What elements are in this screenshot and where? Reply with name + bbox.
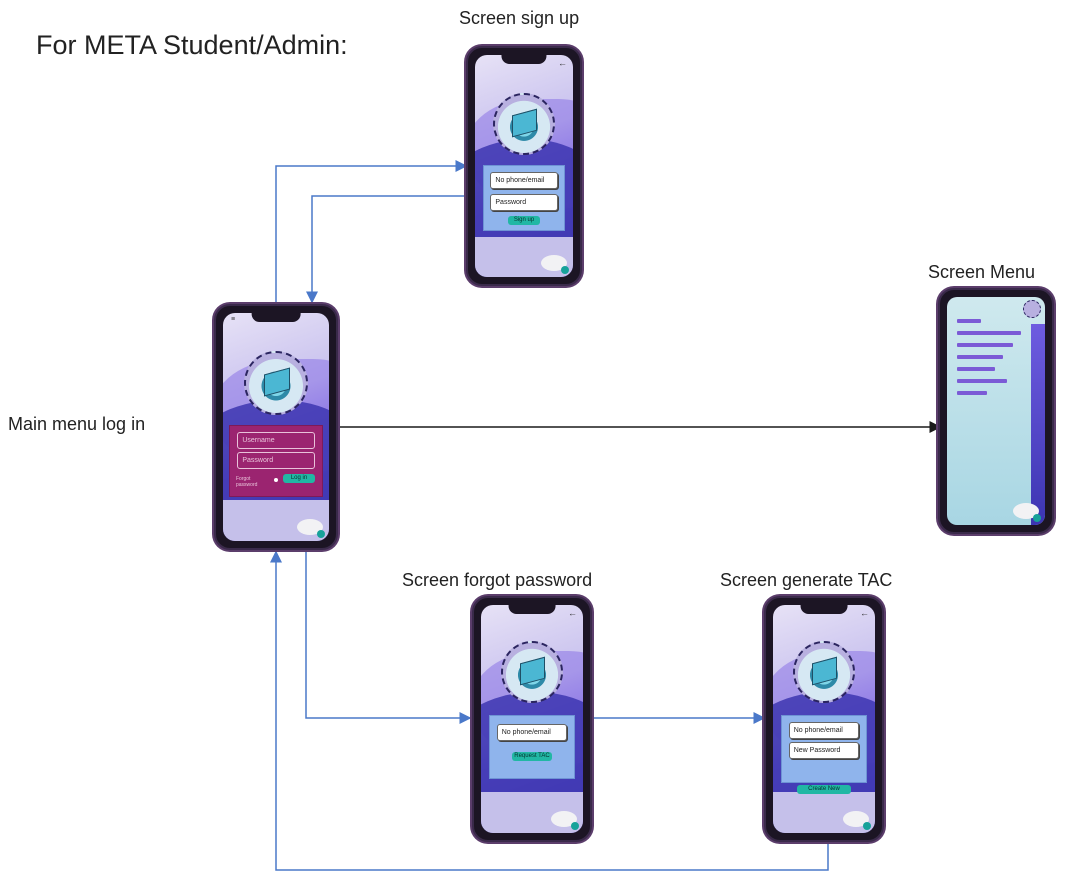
app-logo-small-icon [1023, 300, 1041, 318]
phone-menu [938, 288, 1054, 534]
phone-generate-tac: ← No phone/email New Password Create New [764, 596, 884, 842]
app-logo-icon [793, 641, 855, 703]
phone-forgot-password-screen: ← No phone/email Request TAC [481, 605, 583, 833]
signup-button[interactable]: Sign up [508, 216, 540, 225]
phone-forgot-password: ← No phone/email Request TAC [472, 596, 592, 842]
menu-item[interactable] [957, 319, 981, 323]
forgot-phone-email-field[interactable]: No phone/email [496, 724, 568, 741]
menu-item[interactable] [957, 355, 1003, 359]
menu-item[interactable] [957, 343, 1013, 347]
tac-phone-email-field[interactable]: No phone/email [788, 722, 860, 739]
login-password-field[interactable]: Password [237, 452, 315, 469]
menu-icon[interactable]: ≡ [231, 316, 236, 323]
phone-sign-up: ← No phone/email Password Sign up [466, 46, 582, 286]
tac-form-panel: No phone/email New Password [781, 715, 867, 783]
signup-password-field[interactable]: Password [490, 194, 558, 211]
signup-phone-email-field[interactable]: No phone/email [490, 172, 558, 189]
app-logo-icon [244, 351, 308, 415]
phone-sign-up-screen: ← No phone/email Password Sign up [475, 55, 573, 277]
menu-item[interactable] [957, 379, 1007, 383]
back-arrow-icon[interactable]: ← [860, 608, 869, 618]
back-arrow-icon[interactable]: ← [558, 58, 567, 68]
label-screen-forgot-password: Screen forgot password [402, 570, 593, 590]
login-button[interactable]: Log in [283, 474, 315, 483]
chat-icon[interactable] [843, 811, 871, 830]
arrow-tac-to-login [270, 550, 829, 871]
chat-icon[interactable] [1013, 503, 1041, 522]
app-logo-icon [493, 93, 555, 155]
app-logo-icon [501, 641, 563, 703]
chat-icon[interactable] [551, 811, 579, 830]
label-screen-generate-tac: Screen generate TAC [720, 570, 893, 590]
phone-main-login-screen: ≡ Username Password Forgot password Log … [223, 313, 329, 541]
arrow-login-to-forgot [305, 550, 472, 724]
menu-item[interactable] [957, 367, 995, 371]
login-form-panel: Username Password Forgot password Log in [229, 425, 323, 497]
chat-icon[interactable] [541, 255, 569, 274]
arrow-signup-to-login [306, 195, 466, 304]
label-main-menu-login: Main menu log in [8, 414, 146, 434]
menu-item[interactable] [957, 391, 987, 395]
forgot-password-link[interactable]: Forgot password [236, 476, 258, 488]
signup-form-panel: No phone/email Password Sign up [483, 165, 565, 231]
chat-icon[interactable] [297, 519, 325, 538]
phone-menu-screen [947, 297, 1045, 525]
login-username-field[interactable]: Username [237, 432, 315, 449]
toggle-dot-icon[interactable] [274, 478, 278, 482]
tac-new-password-field[interactable]: New Password [788, 742, 860, 759]
request-tac-button[interactable]: Request TAC [511, 752, 553, 761]
phone-main-login: ≡ Username Password Forgot password Log … [214, 304, 338, 550]
menu-item[interactable] [957, 331, 1021, 335]
create-new-button[interactable]: Create New [797, 785, 851, 794]
phone-generate-tac-screen: ← No phone/email New Password Create New [773, 605, 875, 833]
arrow-login-to-signup [275, 160, 468, 304]
label-screen-menu: Screen Menu [928, 262, 1036, 282]
diagram-heading: For META Student/Admin: [36, 30, 348, 60]
label-screen-sign-up: Screen sign up [459, 8, 580, 28]
forgot-form-panel: No phone/email Request TAC [489, 715, 575, 779]
back-arrow-icon[interactable]: ← [568, 608, 577, 618]
